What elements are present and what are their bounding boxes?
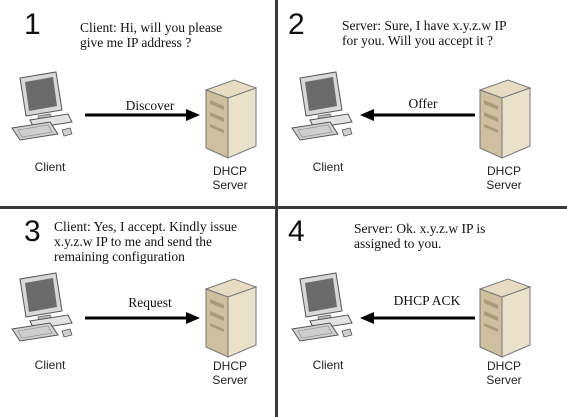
step-number: 3	[24, 215, 41, 248]
arrow-label: Offer	[408, 96, 438, 111]
client-computer-icon	[11, 272, 73, 342]
request-arrow	[85, 312, 200, 324]
step-message: Server: Sure, I have x.y.z.w IP for you.…	[342, 18, 562, 48]
client-label: Client	[312, 358, 344, 372]
step-number: 2	[288, 8, 305, 41]
dhcp-ack-arrow	[360, 312, 475, 324]
client-computer-icon	[291, 71, 353, 141]
step-message: Client: Yes, I accept. Kindly issue x.y.…	[54, 219, 274, 264]
client-computer-icon	[11, 71, 73, 141]
server-label-line: DHCP	[486, 164, 521, 178]
server-label-line: DHCP	[212, 164, 247, 178]
server-label-line: DHCP	[486, 359, 521, 373]
server-label-line: Server	[212, 178, 248, 192]
step-message: Client: Hi, will you please give me IP a…	[80, 20, 285, 50]
step-panel-2: 2 Server: Sure, I have x.y.z.w IP for yo…	[284, 0, 567, 208]
step-message: Server: Ok. x.y.z.w IP is assigned to yo…	[354, 221, 554, 251]
message-line: Client: Hi, will you please	[80, 20, 223, 35]
step-panel-4: 4 Server: Ok. x.y.z.w IP is assigned to …	[284, 209, 567, 417]
dhcp-server-icon	[204, 278, 258, 358]
horizontal-divider	[0, 206, 567, 209]
server-label-line: DHCP	[212, 359, 247, 373]
message-line: remaining configuration	[54, 249, 185, 264]
server-label-line: Server	[486, 373, 522, 387]
server-label: DHCP Server	[208, 164, 252, 192]
client-label: Client	[34, 160, 66, 174]
client-computer-icon	[291, 272, 353, 342]
server-label: DHCP Server	[208, 359, 252, 387]
step-panel-1: 1 Client: Hi, will you please give me IP…	[0, 0, 283, 208]
server-label-line: Server	[486, 178, 522, 192]
server-label: DHCP Server	[482, 164, 526, 192]
dhcp-server-icon	[478, 278, 532, 358]
message-line: Client: Yes, I accept. Kindly issue	[54, 219, 237, 234]
message-line: x.y.z.w IP to me and send the	[54, 234, 212, 249]
dhcp-server-icon	[478, 79, 532, 159]
step-number: 4	[288, 215, 305, 248]
step-number: 1	[24, 8, 41, 41]
server-label: DHCP Server	[482, 359, 526, 387]
message-line: assigned to you.	[354, 236, 442, 251]
message-line: Server: Sure, I have x.y.z.w IP	[342, 18, 507, 33]
dhcp-server-icon	[204, 79, 258, 159]
server-label-line: Server	[212, 373, 248, 387]
client-label: Client	[34, 358, 66, 372]
offer-arrow	[360, 109, 475, 121]
message-line: Server: Ok. x.y.z.w IP is	[354, 221, 486, 236]
step-panel-3: 3 Client: Yes, I accept. Kindly issue x.…	[0, 209, 283, 417]
client-label: Client	[312, 160, 344, 174]
message-line: give me IP address ?	[80, 35, 192, 50]
arrow-label: Request	[128, 295, 172, 310]
message-line: for you. Will you accept it ?	[342, 33, 494, 48]
discover-arrow	[85, 109, 200, 121]
arrow-label: DHCP ACK	[393, 293, 461, 308]
arrow-label: Discover	[125, 98, 175, 113]
